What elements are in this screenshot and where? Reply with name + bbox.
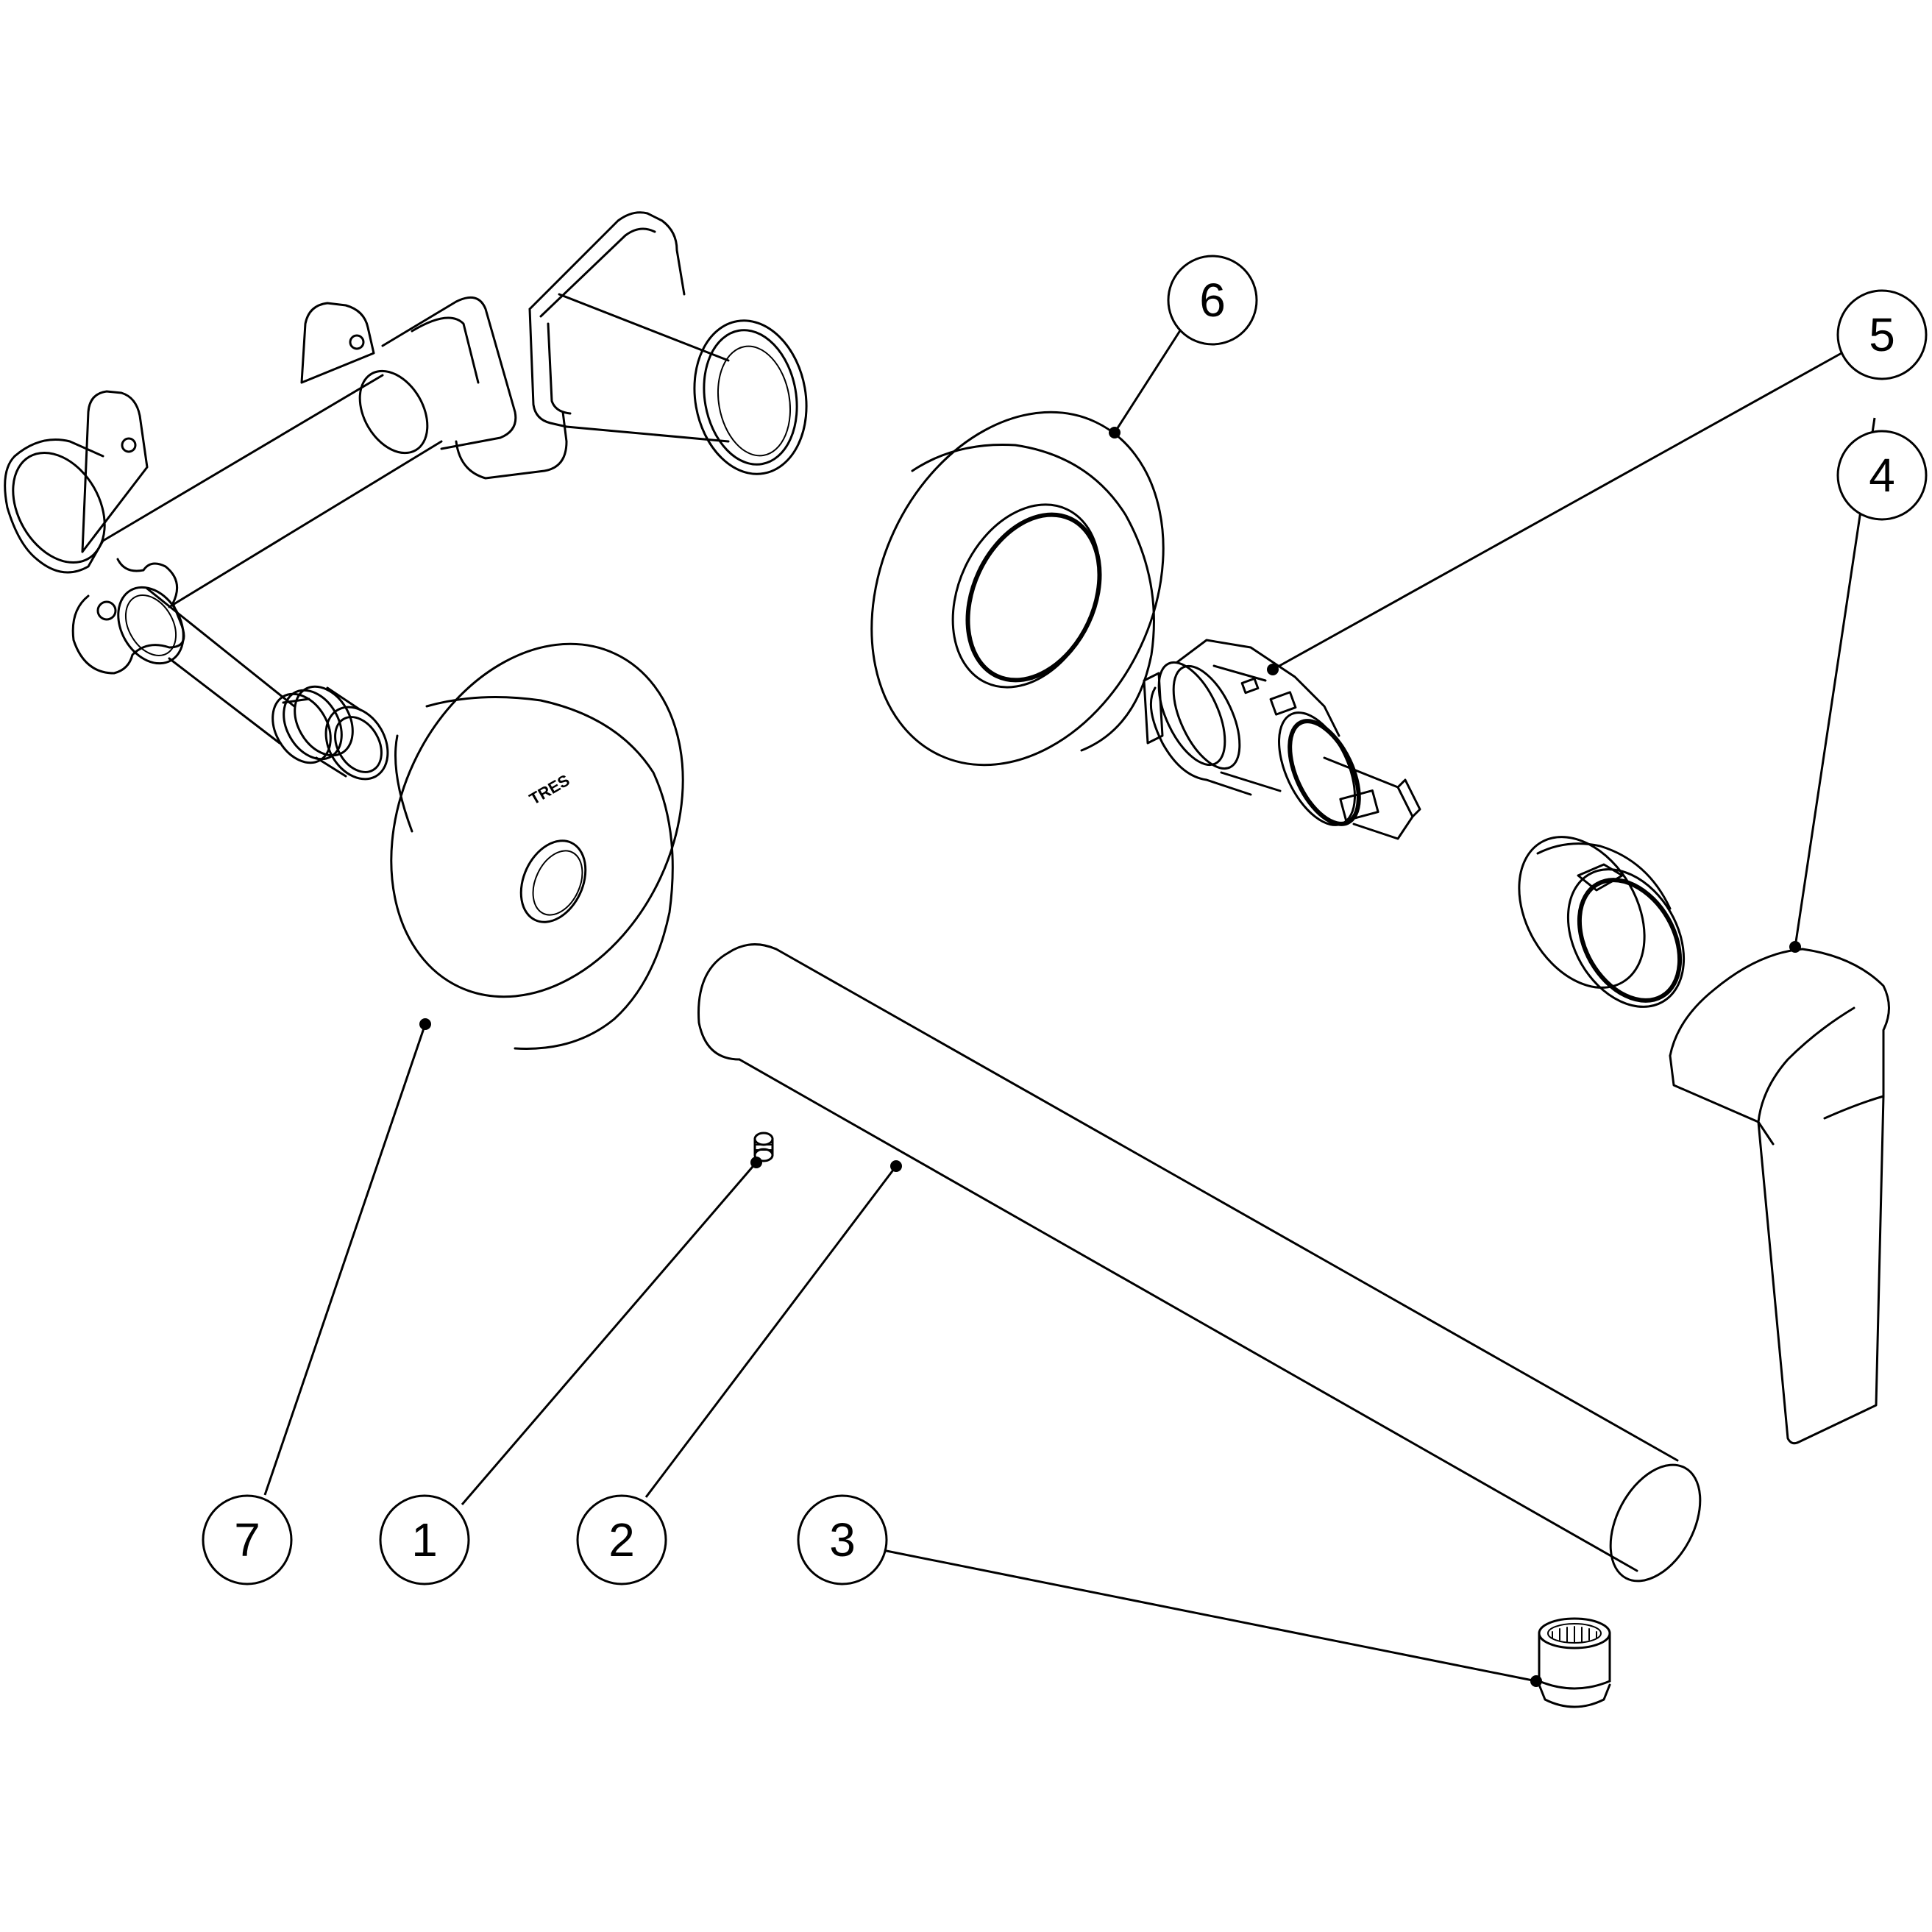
brand-mark: TRES	[526, 771, 572, 809]
callout-2: 2	[576, 1494, 667, 1585]
callout-6: 6	[1167, 255, 1258, 346]
cartridge	[1143, 639, 1421, 840]
lever-handle	[1669, 948, 1890, 1445]
callout-5: 5	[1836, 289, 1928, 380]
leader-dot-6	[1109, 427, 1121, 438]
concealed-valve-body	[4, 211, 808, 781]
callout-label-1: 1	[411, 1513, 438, 1566]
callout-label-7: 7	[234, 1513, 260, 1566]
callout-label-4: 4	[1869, 449, 1895, 502]
callout-label-5: 5	[1869, 308, 1895, 361]
callout-label-3: 3	[829, 1513, 856, 1566]
grub-screw	[753, 1132, 774, 1162]
leader-dot-5	[1267, 664, 1279, 675]
callout-7: 7	[202, 1494, 293, 1585]
leader-dot-2	[890, 1160, 902, 1172]
leader-dot-4	[1789, 941, 1801, 953]
leader-dot-3	[1530, 1675, 1542, 1687]
callout-3: 3	[797, 1494, 888, 1585]
callout-label-2: 2	[608, 1513, 635, 1566]
callout-1: 1	[379, 1494, 470, 1585]
callout-4: 4	[1836, 430, 1928, 521]
handle-collar	[1518, 836, 1686, 1008]
escutcheon-ring	[870, 411, 1165, 767]
callout-label-6: 6	[1199, 274, 1226, 327]
aerator	[1538, 1617, 1611, 1708]
leader-dot-7	[419, 1018, 431, 1030]
cover-plate: TRES	[390, 642, 684, 1050]
spout	[697, 943, 1702, 1583]
leader-dot-1	[750, 1157, 762, 1168]
